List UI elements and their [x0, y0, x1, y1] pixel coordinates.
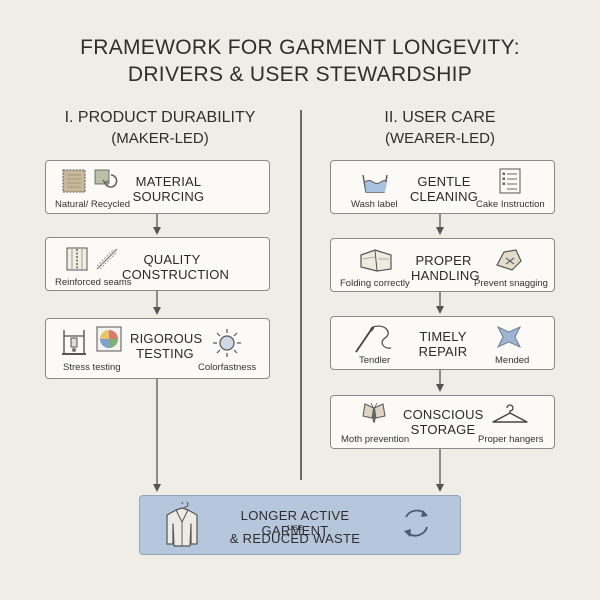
box-title-line: GENTLE — [417, 174, 471, 189]
box-caption-right: Proper hangers — [478, 434, 544, 445]
result-line-2: USE — [287, 523, 303, 532]
result-box: LONGER ACTIVE GARMENT USE & REDUCED WAST… — [139, 495, 461, 555]
box-title: CONSCIOUS STORAGE — [403, 407, 483, 437]
care-label-icon — [499, 168, 521, 199]
box-conscious-storage: CONSCIOUS STORAGE Moth prevention Proper… — [330, 395, 555, 449]
lab-stand-icon — [60, 327, 88, 362]
moth-icon — [361, 402, 387, 433]
box-title-line: MATERIAL — [135, 174, 202, 189]
cycle-arrows-icon — [398, 505, 434, 546]
box-caption-left: Tendler — [359, 355, 391, 366]
folded-cloth-icon — [359, 247, 393, 278]
box-title-line: HANDLING — [411, 268, 480, 283]
box-material-sourcing: MATERIAL SOURCING Natural/ Recycled — [45, 160, 270, 214]
box-caption-right: Colorfastness — [198, 362, 257, 373]
box-title: PROPER HANDLING — [411, 253, 480, 283]
seam-icon — [66, 247, 88, 276]
box-caption-left: Natural/ Recycled — [55, 199, 130, 210]
box-caption-left: Moth prevention — [341, 434, 410, 445]
box-title-line: TIMELY — [419, 329, 467, 344]
right-column-heading: II. USER CARE (WEARER-LED) — [315, 107, 565, 149]
box-quality-construction: QUALITY CONSTRUCTION Reinforced seams — [45, 237, 270, 291]
fabric-swatch-icon — [62, 169, 86, 198]
box-title: MATERIAL SOURCING — [126, 174, 211, 204]
title-line-1: FRAMEWORK FOR GARMENT LONGEVITY: — [80, 36, 520, 59]
box-title-line: CONSTRUCTION — [122, 267, 230, 282]
box-proper-handling: PROPER HANDLING Folding correctly Preven… — [330, 238, 555, 292]
box-title-line: SOURCING — [132, 189, 205, 204]
recycle-fabric-icon — [94, 169, 120, 198]
box-title-line: RIGOROUS — [130, 331, 203, 346]
box-title: QUALITY CONSTRUCTION — [122, 252, 230, 282]
left-subheading-text: (MAKER-LED) — [111, 130, 209, 147]
column-divider — [300, 110, 302, 480]
box-title-line: CLEANING — [409, 189, 479, 204]
box-caption-left: Stress testing — [63, 362, 121, 373]
box-rigorous-testing: RIGOROUS TESTING Stress testing Colorfas… — [45, 318, 270, 379]
right-subheading-text: (WEARER-LED) — [384, 130, 495, 147]
patch-icon — [494, 323, 524, 356]
box-title-line: QUALITY — [143, 252, 201, 267]
hanger-icon — [491, 402, 529, 431]
sun-icon — [212, 328, 242, 363]
box-caption-right: Mended — [495, 355, 530, 366]
diagram-title: FRAMEWORK FOR GARMENT LONGEVITY: DRIVERS… — [0, 34, 600, 88]
result-line-1: LONGER ACTIVE GARMENT — [240, 508, 350, 538]
box-caption-right: Prevent snagging — [474, 278, 548, 289]
box-title-line: CONSCIOUS — [403, 407, 484, 422]
box-title: RIGOROUS TESTING — [130, 331, 203, 361]
stitch-icon — [94, 246, 120, 277]
snag-icon — [494, 247, 524, 278]
box-caption-left: Reinforced seams — [55, 277, 132, 288]
box-title-line: REPAIR — [418, 344, 468, 359]
box-gentle-cleaning: GENTLE CLEANING Wash label Cake Instruct… — [330, 160, 555, 214]
box-caption-right: Cake Instruction — [476, 199, 545, 210]
jacket-icon — [164, 500, 200, 553]
box-title: GENTLE CLEANING — [409, 174, 479, 204]
title-line-2: DRIVERS & USER STEWARDSHIP — [127, 63, 473, 86]
left-heading-text: I. PRODUCT DURABILITY — [64, 109, 256, 126]
right-heading-text: II. USER CARE — [384, 109, 496, 126]
box-timely-repair: TIMELY REPAIR Tendler Mended — [330, 316, 555, 370]
wash-basin-icon — [361, 172, 389, 199]
result-line-3: & REDUCED WASTE — [229, 531, 361, 546]
needle-thread-icon — [353, 323, 397, 360]
box-caption-left: Wash label — [351, 199, 398, 210]
box-title: TIMELY REPAIR — [413, 329, 473, 359]
box-caption-left: Folding correctly — [340, 278, 410, 289]
box-title-line: PROPER — [415, 253, 472, 268]
color-chart-icon — [96, 326, 122, 357]
left-column-heading: I. PRODUCT DURABILITY (MAKER-LED) — [35, 107, 285, 149]
box-title-line: TESTING — [136, 346, 194, 361]
box-title-line: STORAGE — [410, 422, 476, 437]
